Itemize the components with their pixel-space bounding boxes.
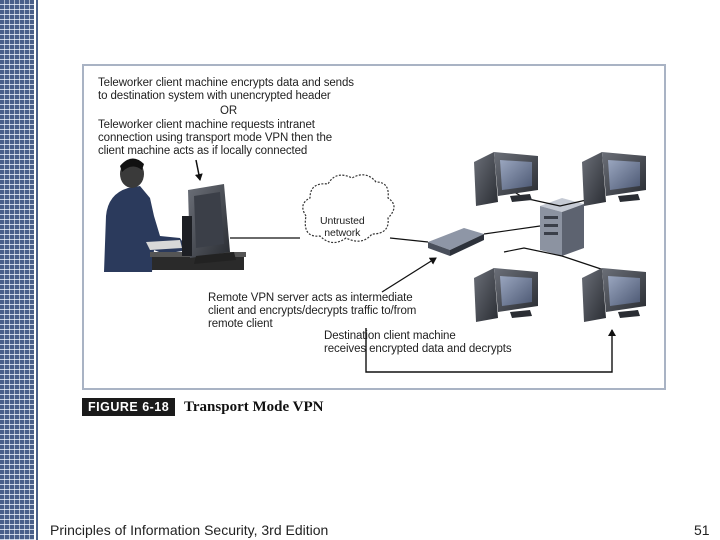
figure-caption-title: Transport Mode VPN	[184, 399, 324, 415]
slide-side-rule	[36, 0, 38, 540]
workstation-top-right	[582, 152, 646, 206]
untrusted-network-cloud	[302, 174, 395, 244]
annotation-teleworker-encrypts: Teleworker client machine encrypts data …	[98, 77, 354, 102]
link-cloud-to-router	[389, 237, 429, 243]
footer-page-number: 51	[694, 522, 710, 538]
slide-side-pattern	[0, 0, 34, 540]
lan-link-bottom	[503, 247, 605, 271]
annotation-intranet-request: Teleworker client machine requests intra…	[98, 119, 333, 157]
cloud-label: Untrusted network	[320, 215, 365, 239]
destination-arrow	[365, 328, 616, 373]
remote-vpn-server-device	[428, 228, 484, 256]
diagram-canvas	[104, 152, 646, 373]
workstation-top-left	[474, 152, 538, 206]
central-server	[540, 198, 584, 256]
figure-number-badge: FIGURE 6-18	[82, 398, 176, 416]
annotation-remote-vpn-server: Remote VPN server acts as intermediate c…	[208, 292, 417, 330]
annotation-destination-client: Destination client machine receives encr…	[324, 330, 512, 355]
teleworker-computer	[182, 184, 236, 264]
diagram-frame: Teleworker client machine encrypts data …	[82, 64, 666, 390]
annotation-or: OR	[220, 105, 238, 117]
link-router-to-server	[483, 225, 541, 235]
workstation-bottom-left	[474, 268, 538, 322]
workstation-destination	[582, 268, 646, 322]
footer-book-title: Principles of Information Security, 3rd …	[50, 522, 329, 538]
